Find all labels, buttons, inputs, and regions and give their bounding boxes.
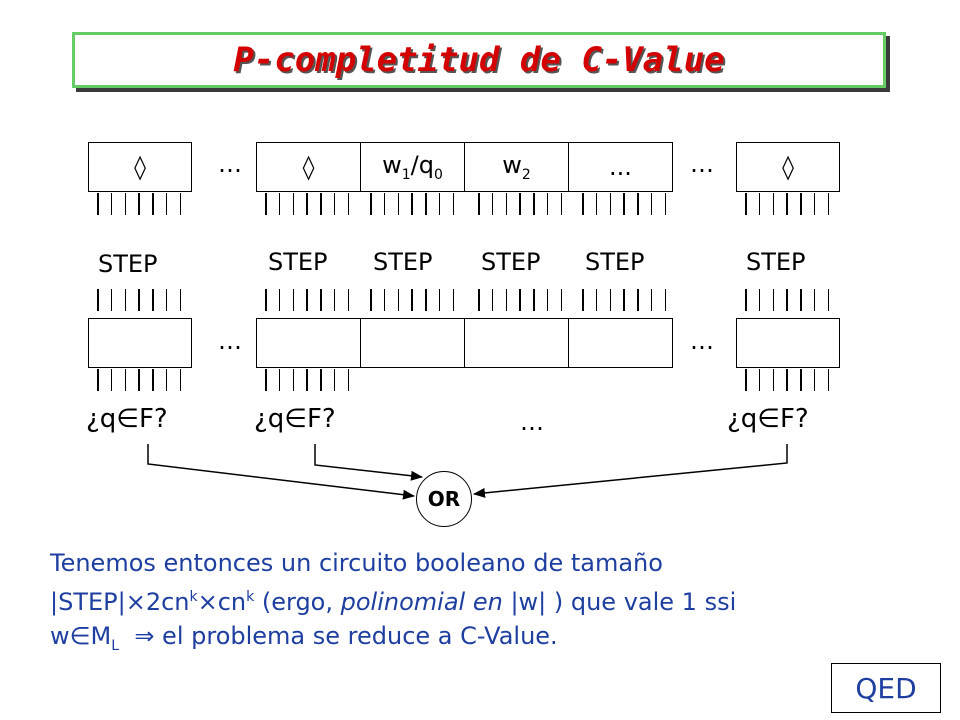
ellipsis-top-left: … bbox=[218, 150, 242, 178]
or-gate-label: OR bbox=[427, 487, 461, 511]
line3-sub: L bbox=[111, 637, 120, 654]
accept-check-right: ¿q∈F? bbox=[727, 404, 809, 434]
pins-mid-3 bbox=[370, 289, 454, 311]
w1-slash-q: /q bbox=[410, 151, 434, 180]
accept-check-mid: ¿q∈F? bbox=[254, 404, 336, 434]
step-label: STEP bbox=[746, 248, 806, 276]
line2-part-d: |w| ) que vale 1 ssi bbox=[502, 588, 737, 616]
tape-cell-w2: w2 bbox=[464, 142, 569, 192]
tape-cell-more: ... bbox=[568, 142, 673, 192]
paragraph-line-3: w∈ML ⇒ el problema se reduce a C-Value. bbox=[50, 619, 930, 663]
w2-sub: 2 bbox=[521, 166, 531, 183]
line3-part-a: w∈M bbox=[50, 622, 112, 650]
step-label: STEP bbox=[481, 248, 541, 276]
pins-mid-4 bbox=[478, 289, 562, 311]
diamond-symbol: ◊ bbox=[134, 153, 146, 181]
paragraph-line-2: |STEP|×2cnk×cnk (ergo, polinomial en |w|… bbox=[50, 580, 930, 619]
tape-cell-w1: w1/q0 bbox=[360, 142, 465, 192]
state-cell-right bbox=[736, 318, 840, 368]
line2-sup-2: k bbox=[246, 589, 255, 605]
pins-bottom-3 bbox=[745, 369, 829, 391]
ellipsis-bottom: … bbox=[520, 408, 544, 436]
pins-bottom-2 bbox=[265, 369, 349, 391]
pins-top-1 bbox=[97, 193, 181, 215]
tape-cell-right: ◊ bbox=[736, 142, 840, 192]
pins-top-4 bbox=[478, 193, 562, 215]
arrow-right bbox=[473, 444, 788, 498]
line3-part-b: ⇒ el problema se reduce a C-Value. bbox=[119, 622, 558, 650]
w2-base: w bbox=[502, 151, 522, 180]
paragraph-line-1: Tenemos entonces un circuito booleano de… bbox=[50, 549, 663, 577]
arrow-mid bbox=[314, 444, 423, 481]
ellipsis-mid-left: … bbox=[218, 327, 242, 355]
page-title: P-completitud de C-Value bbox=[233, 40, 725, 80]
pins-mid-6 bbox=[745, 289, 829, 311]
qed-box: QED bbox=[831, 663, 941, 713]
step-label: STEP bbox=[268, 248, 328, 276]
w2-label: w2 bbox=[502, 151, 531, 183]
line2-italic: polinomial en bbox=[340, 588, 503, 616]
tape-cell-left: ◊ bbox=[88, 142, 192, 192]
tape-cell-blank: ◊ bbox=[256, 142, 361, 192]
state-cell-left bbox=[88, 318, 192, 368]
accept-check-left: ¿q∈F? bbox=[86, 404, 168, 434]
pins-mid-1 bbox=[97, 289, 181, 311]
line2-part-c: (ergo, bbox=[254, 588, 341, 616]
or-gate: OR bbox=[416, 471, 472, 527]
state-cell-1 bbox=[256, 318, 361, 368]
pins-mid-2 bbox=[265, 289, 349, 311]
more-dots: ... bbox=[609, 153, 632, 181]
title-box: P-completitud de C-Value bbox=[72, 32, 886, 88]
ellipsis-mid-right: … bbox=[690, 327, 714, 355]
step-label: STEP bbox=[373, 248, 433, 276]
pins-top-5 bbox=[582, 193, 666, 215]
conclusion-paragraph: Tenemos entonces un circuito booleano de… bbox=[50, 546, 930, 663]
state-cell-2 bbox=[360, 318, 465, 368]
arrow-left bbox=[147, 444, 415, 500]
q0-sub: 0 bbox=[433, 166, 443, 183]
qed-label: QED bbox=[855, 671, 917, 705]
ellipsis-top-right: … bbox=[690, 150, 714, 178]
pins-top-6 bbox=[745, 193, 829, 215]
w1-sub: 1 bbox=[401, 166, 411, 183]
pins-mid-5 bbox=[582, 289, 666, 311]
line2-part-b: ×cn bbox=[197, 588, 247, 616]
w1-q0-label: w1/q0 bbox=[382, 151, 443, 183]
pins-bottom-1 bbox=[97, 369, 181, 391]
state-cell-4 bbox=[568, 318, 673, 368]
pins-top-2 bbox=[265, 193, 349, 215]
line2-sup-1: k bbox=[189, 589, 198, 605]
step-label: STEP bbox=[585, 248, 645, 276]
diamond-symbol: ◊ bbox=[302, 153, 315, 181]
pins-top-3 bbox=[370, 193, 454, 215]
step-label: STEP bbox=[98, 250, 158, 278]
line2-part-a: |STEP|×2cn bbox=[50, 588, 190, 616]
diamond-symbol: ◊ bbox=[782, 153, 794, 181]
w1-base: w bbox=[382, 151, 402, 180]
